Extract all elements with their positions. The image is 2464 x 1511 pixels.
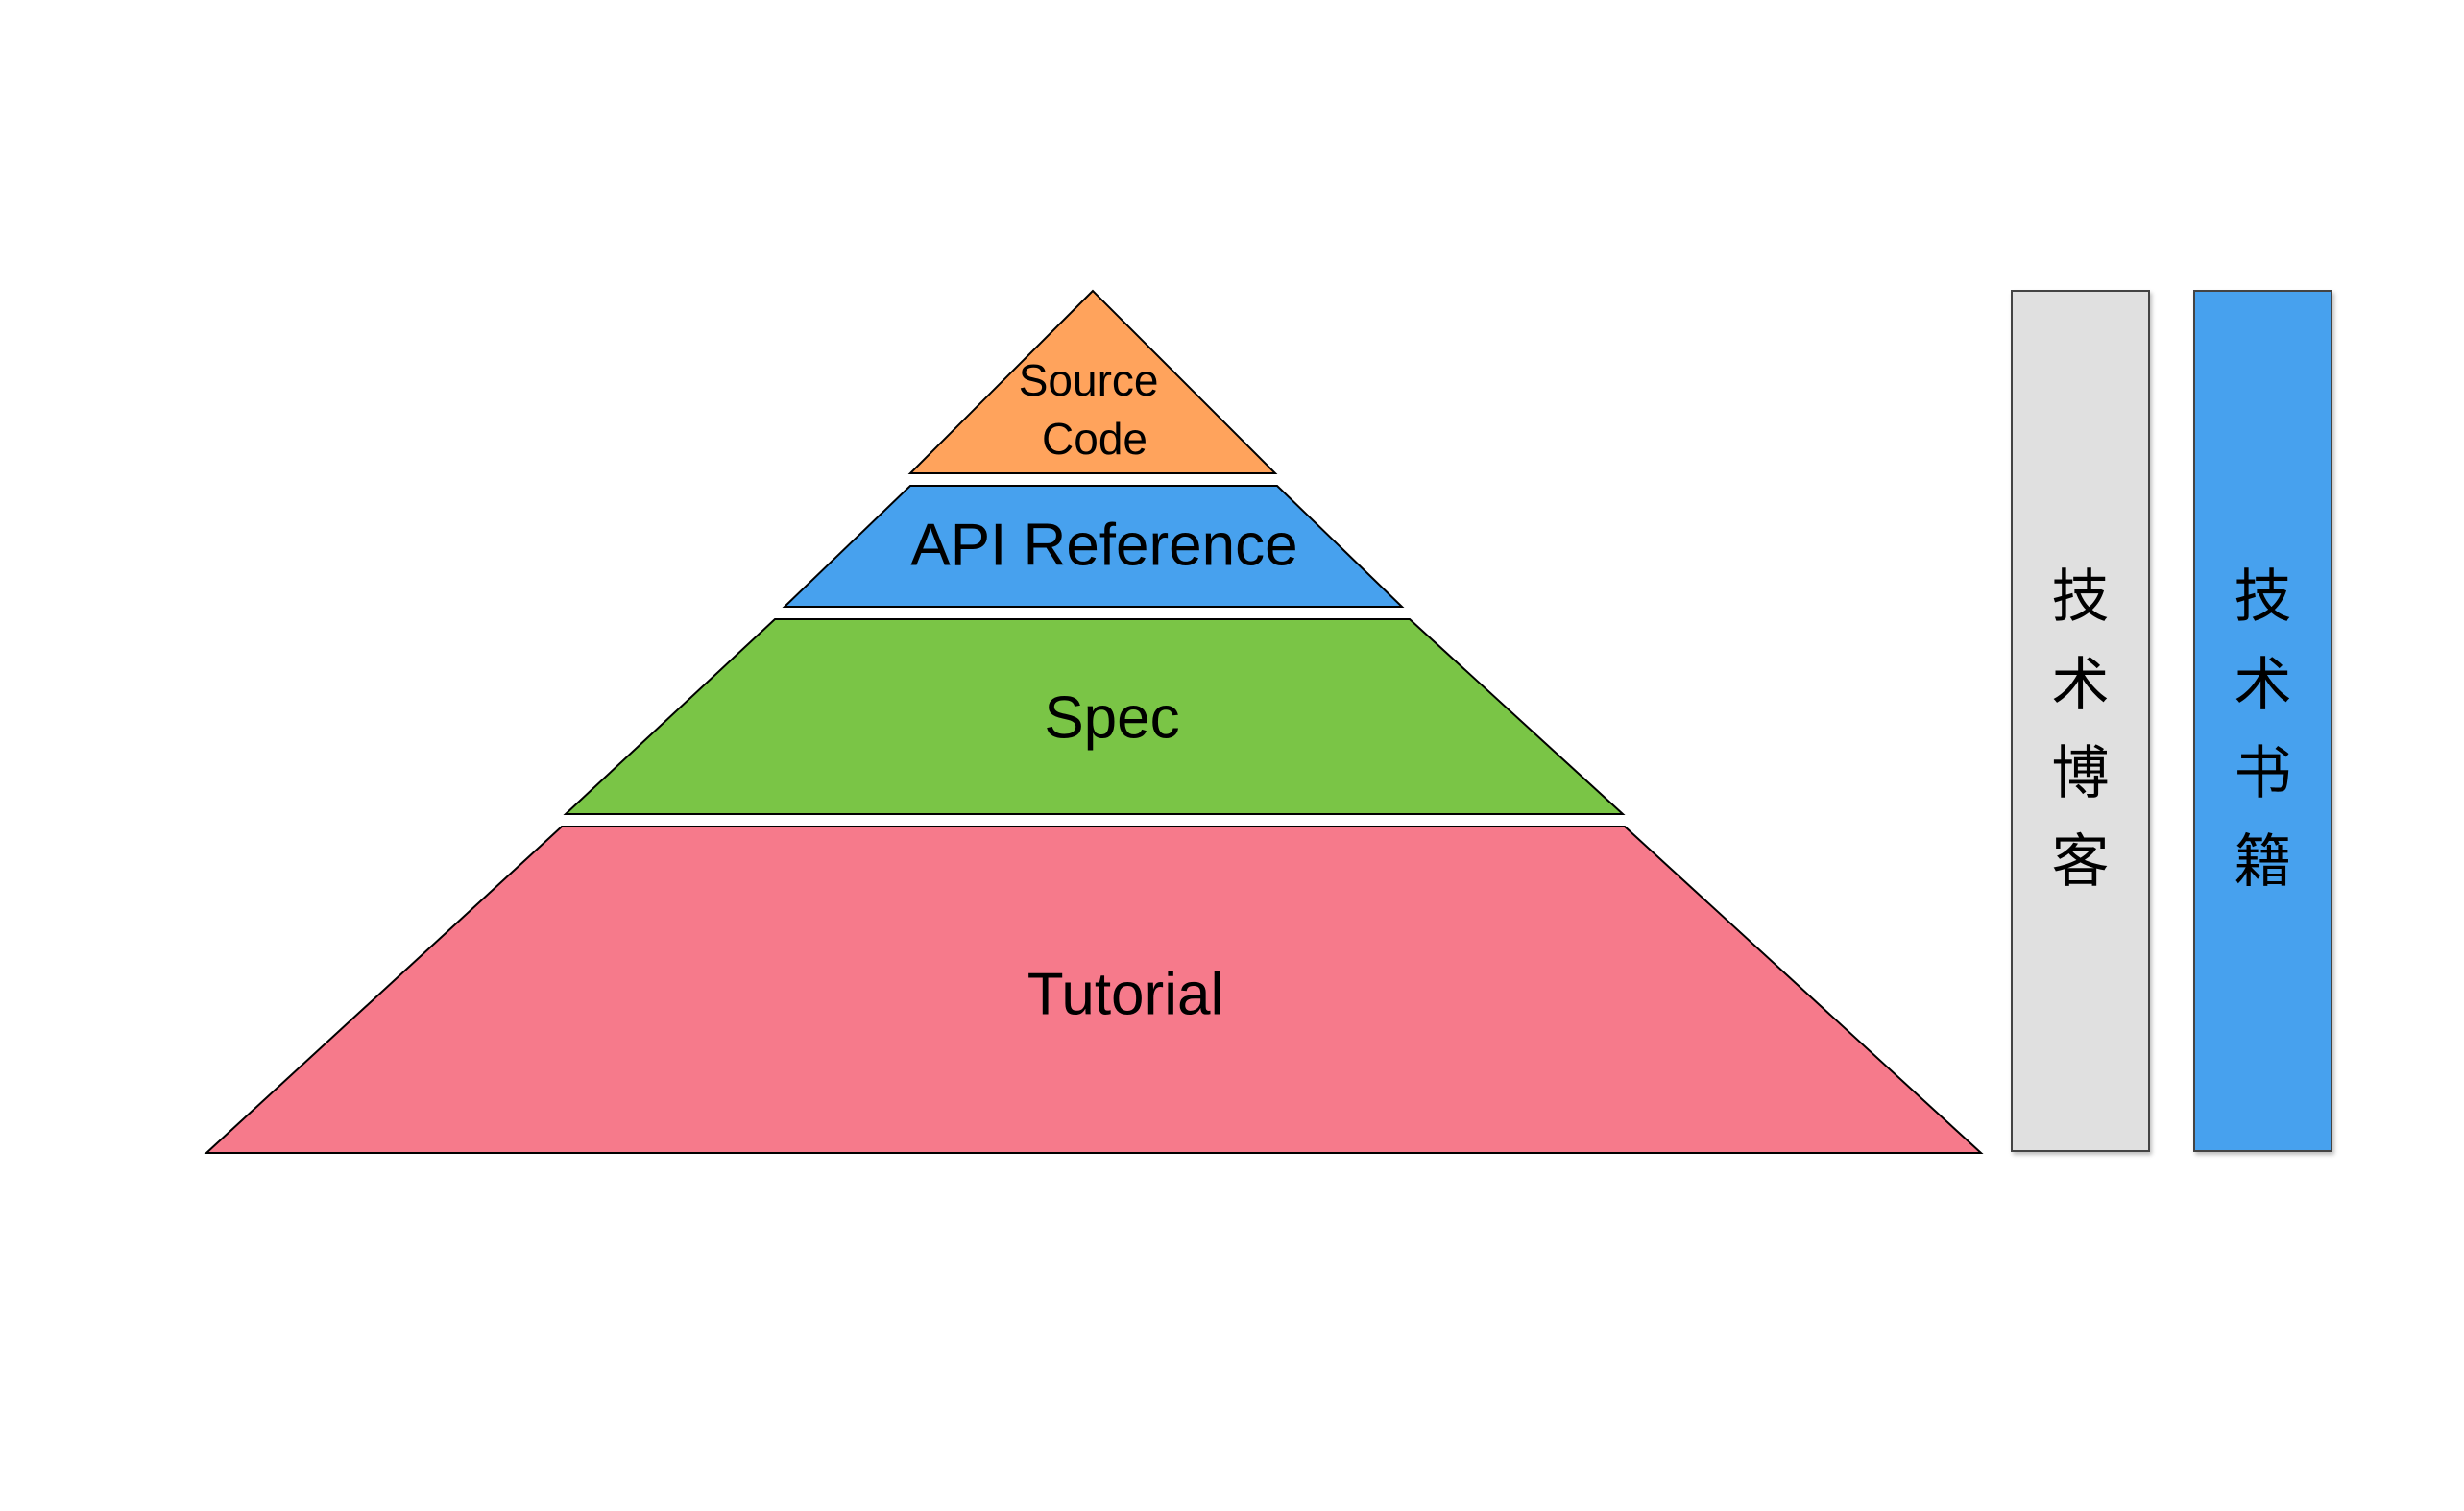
tech-books-column-char: 术 — [2234, 652, 2292, 719]
source-code-label-line-1: Source — [1019, 355, 1159, 405]
tech-books-column-char: 书 — [2234, 740, 2292, 807]
source-code-layer — [907, 289, 1278, 474]
api-reference-label: API Reference — [910, 512, 1297, 578]
tech-blog-column-char: 博 — [2051, 740, 2110, 807]
source-code-label-line-2: Code — [1042, 414, 1147, 464]
tech-blog-column-char: 技 — [2051, 564, 2110, 631]
tech-blog-column-char: 客 — [2051, 828, 2110, 896]
tech-books-column-char: 技 — [2234, 564, 2292, 631]
source-code-label: Source Code — [1019, 355, 1172, 464]
tech-books-column: 技术书籍 — [2193, 290, 2332, 1152]
tech-books-column-char: 籍 — [2234, 828, 2292, 896]
tech-blog-column: 技术博客 — [2011, 290, 2150, 1152]
spec-layer — [563, 618, 1626, 815]
api-reference-layer — [782, 485, 1405, 608]
tutorial-label: Tutorial — [1027, 961, 1223, 1027]
tutorial-layer — [204, 826, 1984, 1154]
spec-label: Spec — [1044, 684, 1179, 751]
tech-blog-column-char: 术 — [2051, 652, 2110, 719]
